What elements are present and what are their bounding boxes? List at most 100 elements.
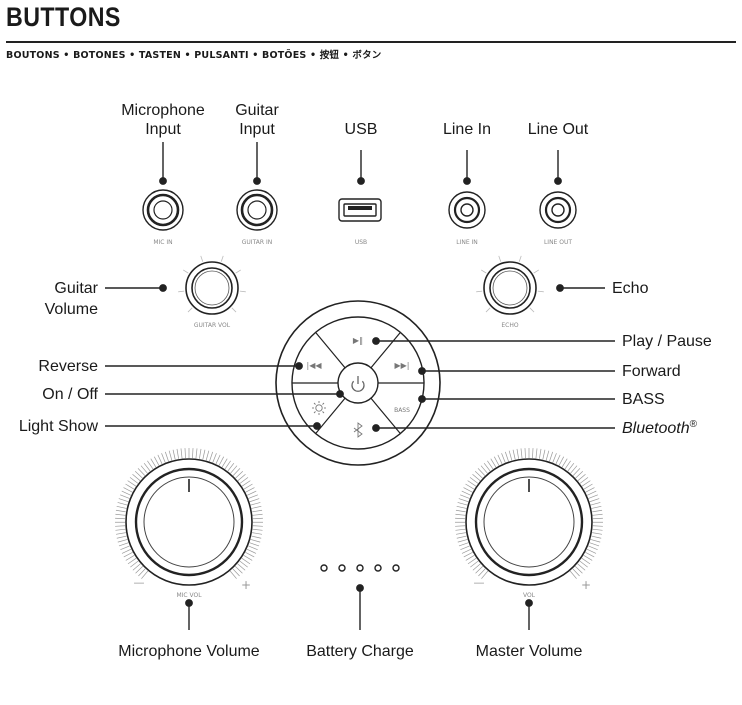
usb-port[interactable] <box>338 198 382 222</box>
play-pause-icon[interactable]: ▶‖ <box>353 336 363 345</box>
control-cluster: ▶‖ ▶▶| |◀◀ BASS <box>275 300 441 466</box>
knob-tick <box>252 528 263 531</box>
label-bass: BASS <box>622 391 665 408</box>
knob-tick <box>118 542 129 547</box>
battery-led <box>374 564 382 572</box>
vol-minus: — <box>474 576 485 589</box>
leader-dot <box>554 177 562 185</box>
forward-icon[interactable]: ▶▶| <box>395 361 410 370</box>
knob-tick <box>575 470 584 479</box>
leader-dot <box>357 177 365 185</box>
reverse-icon[interactable]: |◀◀ <box>307 361 323 370</box>
knob-tick <box>252 517 263 520</box>
knob-tick <box>569 570 577 579</box>
label-guitar-input-2: Input <box>239 121 275 138</box>
knob-tick <box>508 450 513 461</box>
knob-tick <box>589 498 600 503</box>
knob-tick <box>147 460 154 470</box>
knob-tick <box>252 525 263 527</box>
knob-tick <box>172 449 176 460</box>
guitar-in-jack[interactable] <box>235 188 279 232</box>
leader-dot <box>525 599 533 607</box>
line-out-mark: LINE OUT <box>544 239 572 246</box>
knob-tick <box>483 462 491 472</box>
knob-tick <box>501 453 506 463</box>
knob-tick <box>176 448 179 459</box>
knob-tick <box>235 470 244 479</box>
knob-tick <box>485 307 491 313</box>
knob-tick <box>235 269 242 274</box>
knob-tick <box>252 532 263 535</box>
light-show-icon[interactable] <box>312 401 326 415</box>
knob-tick <box>564 460 571 470</box>
knob-tick <box>141 570 149 579</box>
knob-tick <box>532 448 534 459</box>
knob-tick <box>467 557 477 565</box>
leader-dot <box>356 584 364 592</box>
knob-tick <box>164 451 169 462</box>
knob-tick <box>137 468 146 476</box>
knob-tick <box>518 255 522 262</box>
knob-tick <box>463 487 473 493</box>
knob-tick <box>241 480 251 487</box>
knob-tick <box>117 502 128 506</box>
knob-tick <box>465 554 475 561</box>
microphone-volume-knob[interactable] <box>114 448 264 586</box>
knob-tick <box>461 490 471 496</box>
bass-button[interactable]: BASS <box>394 407 410 414</box>
knob-tick <box>579 477 589 484</box>
line-out-jack[interactable] <box>538 190 578 230</box>
knob-tick <box>202 449 206 460</box>
knob-tick <box>205 450 210 461</box>
knob-tick <box>250 502 261 506</box>
knob-tick <box>592 525 603 527</box>
knob-tick <box>224 460 231 470</box>
knob-tick <box>493 456 500 466</box>
knob-tick <box>588 494 598 499</box>
master-volume-knob[interactable] <box>454 448 604 586</box>
knob-tick <box>248 494 258 499</box>
knob-tick <box>474 470 483 479</box>
knob-tick <box>221 458 228 468</box>
power-icon[interactable] <box>351 376 365 392</box>
label-play-pause: Play / Pause <box>622 333 712 350</box>
knob-tick <box>592 513 603 516</box>
echo-knob[interactable] <box>476 255 544 315</box>
knob-tick <box>239 560 248 568</box>
knob-tick <box>581 557 591 565</box>
knob-tick <box>555 454 561 465</box>
knob-tick <box>591 505 602 509</box>
knob-tick <box>132 473 141 481</box>
knob-tick <box>590 502 601 506</box>
knob-tick <box>480 465 488 474</box>
mic-in-jack[interactable] <box>141 188 185 232</box>
bluetooth-icon[interactable] <box>353 422 363 438</box>
knob-tick <box>251 505 262 509</box>
label-reverse: Reverse <box>38 358 98 375</box>
knob-tick <box>247 490 257 496</box>
battery-led <box>338 564 346 572</box>
leader-dot <box>313 422 321 430</box>
knob-tick <box>558 456 565 466</box>
knob-tick <box>212 453 217 463</box>
knob-tick <box>115 509 126 513</box>
page-title: BUTTONS <box>6 2 121 32</box>
knob-tick <box>477 468 486 476</box>
knob-tick <box>140 465 148 474</box>
guitar-volume-knob[interactable] <box>178 255 246 315</box>
knob-tick <box>561 458 568 468</box>
knob-tick <box>520 448 523 459</box>
mic-vol-mark: MIC VOL <box>176 592 202 599</box>
battery-leds <box>320 564 400 572</box>
leader-dot <box>418 367 426 375</box>
knob-tick <box>120 545 130 551</box>
line-in-jack[interactable] <box>447 190 487 230</box>
knob-tick <box>249 542 260 547</box>
knob-tick <box>200 255 204 262</box>
battery-led <box>356 564 364 572</box>
knob-tick <box>572 468 581 476</box>
knob-tick <box>161 453 166 463</box>
knob-tick <box>157 454 163 465</box>
knob-tick <box>218 456 225 466</box>
knob-tick <box>227 462 235 472</box>
